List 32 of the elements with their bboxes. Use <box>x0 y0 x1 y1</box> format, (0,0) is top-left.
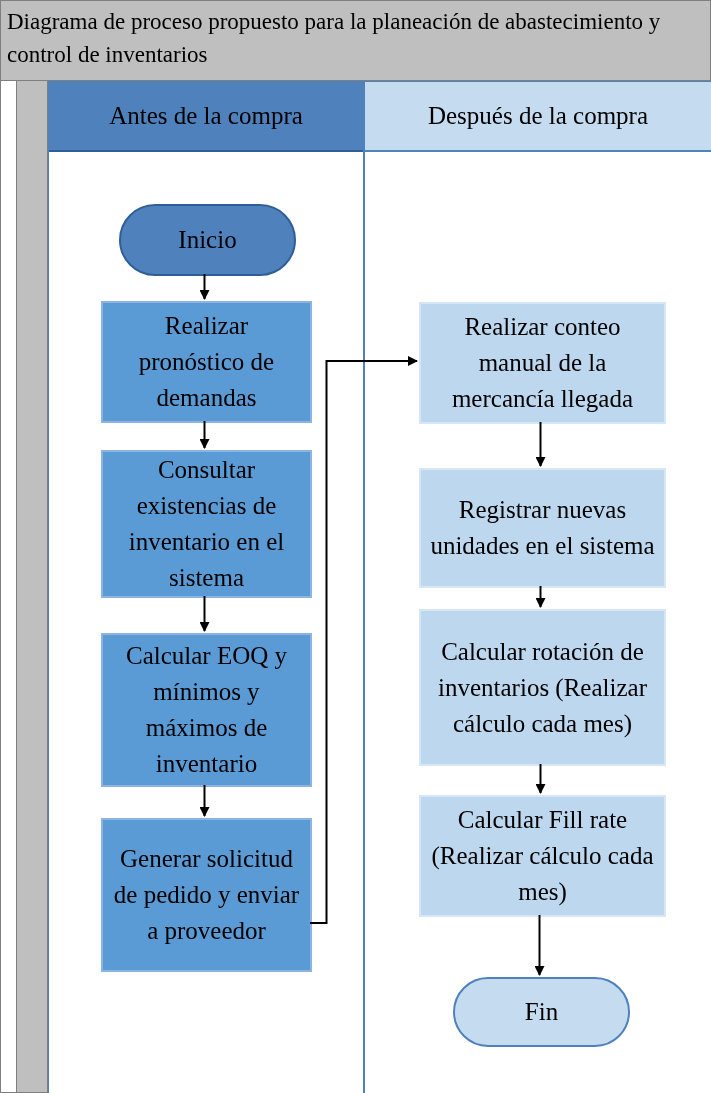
process-box <box>101 818 312 972</box>
arrow <box>535 763 546 794</box>
swimlane <box>48 81 364 1093</box>
node-text: Registrar nuevas unidades en el sistema <box>429 495 656 561</box>
node-text: Realizar conteo manual de la mercancía llegada <box>450 312 635 414</box>
node-text: Calcular EOQ y mínimos y máximos de inventario <box>124 641 289 779</box>
arrow <box>535 421 546 467</box>
lane-header: Antes de la compra <box>49 82 363 152</box>
arrow <box>199 784 210 817</box>
node-text: Consultar existencias de inventario en el sistema <box>127 455 286 593</box>
lane-header: Después de la compra <box>365 82 711 152</box>
arrow <box>534 914 545 976</box>
process-box <box>419 468 666 588</box>
node-text: Generar solicitud de pedido y enviar a proveedor <box>112 844 301 946</box>
title-band: Diagrama de proceso propuesto para la planeación de abastecimiento y control de inventarios <box>1 1 710 81</box>
arrow <box>199 273 210 300</box>
process-box <box>419 795 666 917</box>
node-text: Calcular rotación de inventarios (Realizar cálculo cada mes) <box>437 636 648 739</box>
arrow <box>199 595 210 632</box>
process-box <box>419 302 666 424</box>
node-text: Realizar pronóstico de demandas <box>137 311 276 413</box>
process-box <box>101 301 312 423</box>
arrow <box>199 420 210 449</box>
arrow <box>309 356 418 924</box>
process-box <box>101 633 312 787</box>
process-box <box>419 609 666 766</box>
swimlane <box>364 81 711 1093</box>
node-text: Fin <box>524 997 559 1028</box>
arrow <box>535 585 546 608</box>
process-box <box>101 450 312 598</box>
node-text: Inicio <box>178 225 237 256</box>
node-text: Calcular Fill rate (Realizar cálculo cada mes) <box>430 805 655 908</box>
